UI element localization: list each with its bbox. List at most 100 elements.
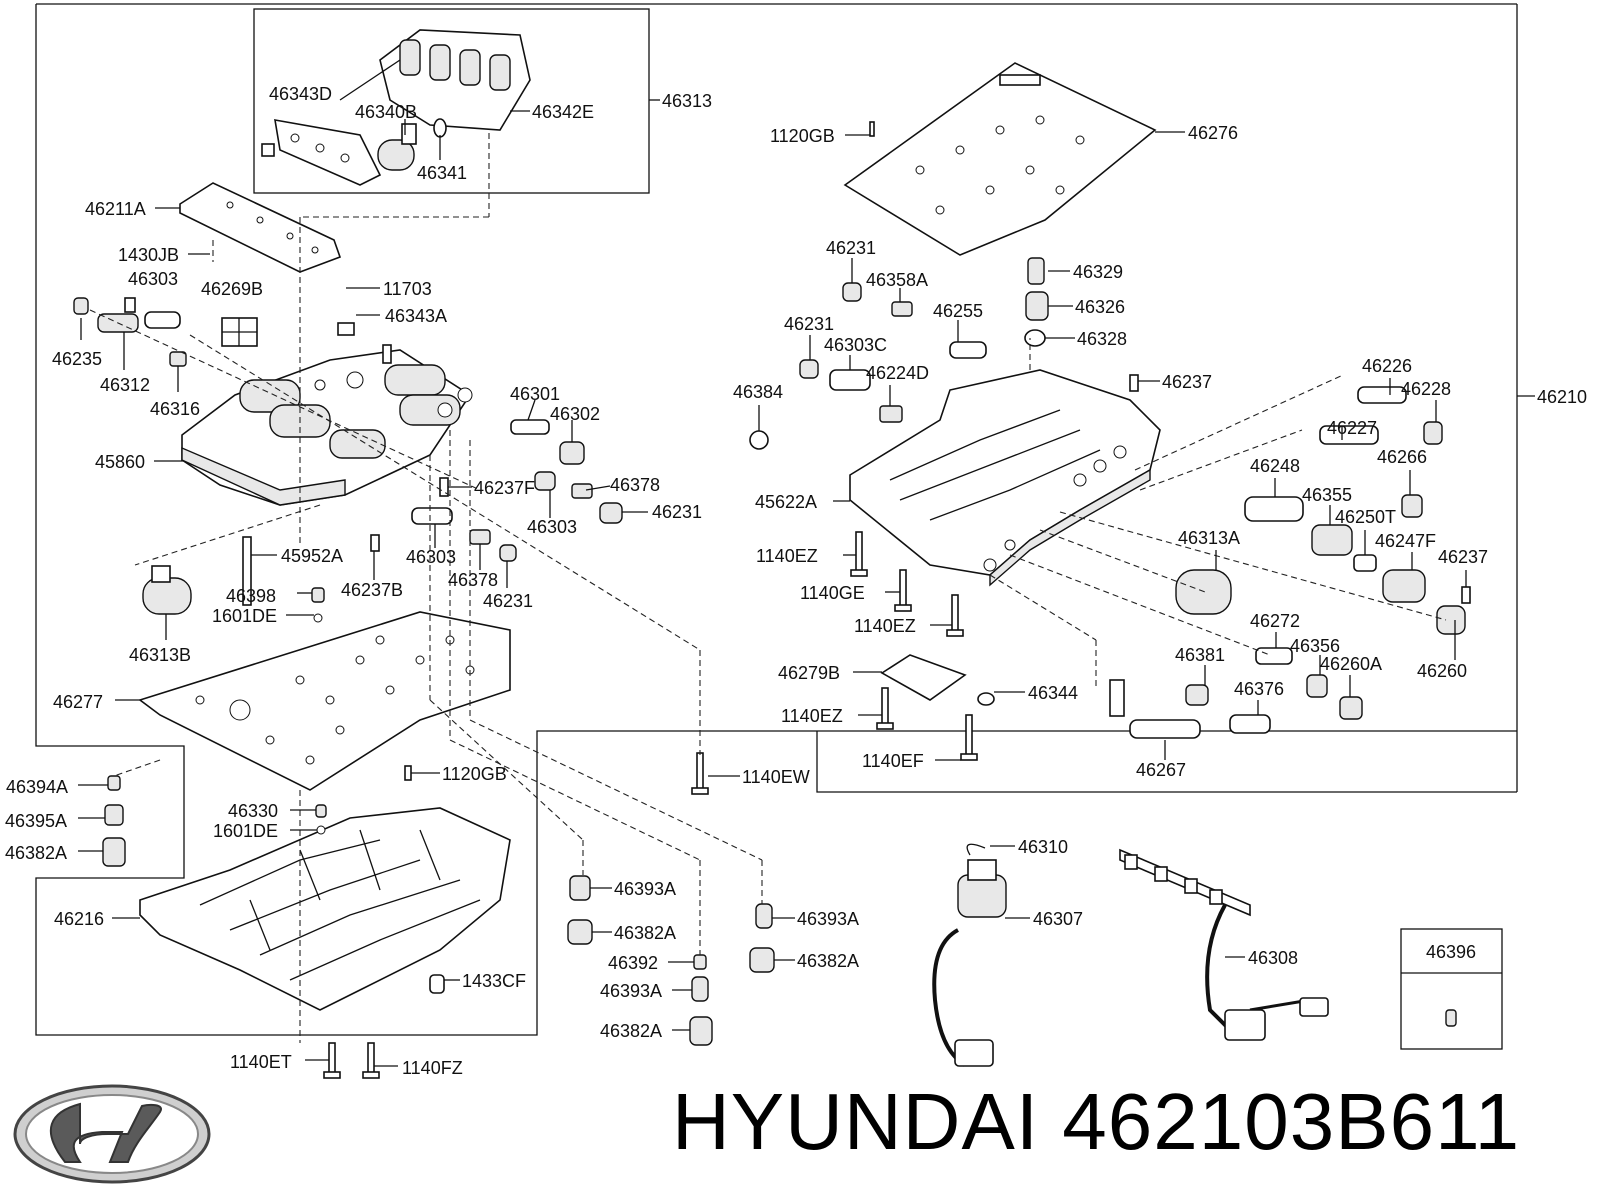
callout-label: 46393A xyxy=(614,879,676,899)
wire-harnesses xyxy=(932,843,1457,1067)
callout-label: 46313B xyxy=(129,645,191,665)
callout-label: 46276 xyxy=(1188,123,1238,143)
callout-label: 46376 xyxy=(1234,679,1284,699)
right-small-parts xyxy=(749,257,1471,761)
callout-label: 46235 xyxy=(52,349,102,369)
callout-label: 46356 xyxy=(1290,636,1340,656)
callout-label: 46303C xyxy=(824,335,887,355)
hyundai-logo-icon xyxy=(13,1084,211,1184)
callout-label: 46316 xyxy=(150,399,200,419)
callout-label: 46303 xyxy=(406,547,456,567)
callout-label: 46250T xyxy=(1335,507,1396,527)
callout-label: 46237B xyxy=(341,580,403,600)
callout-label: 46308 xyxy=(1248,948,1298,968)
callout-label: 46382A xyxy=(600,1021,662,1041)
callout-label: 46210 xyxy=(1537,387,1587,407)
callout-label: 1601DE xyxy=(213,821,278,841)
callout-label: 46247F xyxy=(1375,531,1436,551)
callout-label: 46313 xyxy=(662,91,712,111)
callout-label: 1430JB xyxy=(118,245,179,265)
callout-label: 46260 xyxy=(1417,661,1467,681)
brand-part-title: HYUNDAI 462103B611 xyxy=(672,1082,1520,1162)
valve-body-45622a xyxy=(849,369,1161,587)
right-frame-bottom xyxy=(816,731,1517,793)
callout-label: 46237 xyxy=(1162,372,1212,392)
callout-label: 1140EW xyxy=(742,767,810,787)
callout-label: 46266 xyxy=(1377,447,1427,467)
callout-label: 46301 xyxy=(510,384,560,404)
callout-label: 46392 xyxy=(608,953,658,973)
brand-name: HYUNDAI xyxy=(672,1077,1040,1166)
callout-label: 45860 xyxy=(95,452,145,472)
callout-label: 46227 xyxy=(1327,418,1377,438)
callout-label: 46344 xyxy=(1028,683,1078,703)
solenoid-inset-frame xyxy=(253,8,650,194)
callout-label: 46303 xyxy=(128,269,178,289)
callout-label: 46396 xyxy=(1426,942,1476,962)
callout-label: 46307 xyxy=(1033,909,1083,929)
callout-label: 45622A xyxy=(755,492,817,512)
callout-label: 46216 xyxy=(54,909,104,929)
upper-valve-body-45860 xyxy=(181,349,473,506)
callout-label: 46313A xyxy=(1178,528,1240,548)
callout-label: 46393A xyxy=(797,909,859,929)
callout-label: 46395A xyxy=(5,811,67,831)
callout-label: 1140EZ xyxy=(781,706,843,726)
callout-label: 46248 xyxy=(1250,456,1300,476)
callout-label: 1140FZ xyxy=(402,1058,463,1078)
callout-label: 1433CF xyxy=(462,971,526,991)
callout-label: 46228 xyxy=(1401,379,1451,399)
callout-label: 46302 xyxy=(550,404,600,424)
callout-label: 46260A xyxy=(1320,654,1382,674)
assembly-lines xyxy=(89,133,1447,1043)
callout-label: 46355 xyxy=(1302,485,1352,505)
springs-middle xyxy=(567,875,775,1046)
callout-label: 11703 xyxy=(383,279,432,299)
callout-label: 46231 xyxy=(652,502,702,522)
leader-lines xyxy=(78,59,1535,1067)
callout-label: 46269B xyxy=(201,279,263,299)
callout-label: 46211A xyxy=(85,199,146,219)
callout-label: 46378 xyxy=(448,570,498,590)
separator-plate-46211a xyxy=(179,182,342,273)
callout-label: 46231 xyxy=(784,314,834,334)
callout-labels: 46343D 46340B 46342E 46313 46341 46211A … xyxy=(5,84,1587,1078)
callout-label: 45952A xyxy=(281,546,343,566)
callout-label: 1140GE xyxy=(800,583,865,603)
callout-label: 1140EF xyxy=(862,751,924,771)
callout-label: 46226 xyxy=(1362,356,1412,376)
callout-label: 1601DE xyxy=(212,606,277,626)
callout-label: 46340B xyxy=(355,102,417,122)
left-assembly-frame xyxy=(35,4,1517,1036)
callout-label: 1140EZ xyxy=(854,616,916,636)
part-number: 462103B611 xyxy=(1062,1077,1521,1166)
callout-label: 46343D xyxy=(269,84,332,104)
callout-label: 46382A xyxy=(614,923,676,943)
callout-label: 46255 xyxy=(933,301,983,321)
callout-label: 46312 xyxy=(100,375,150,395)
separator-plate-46277 xyxy=(138,611,511,791)
callout-label: 46231 xyxy=(483,591,533,611)
callout-label: 46224D xyxy=(866,363,929,383)
callout-label: 46381 xyxy=(1175,645,1225,665)
separator-plate-46276 xyxy=(843,62,1157,256)
lower-valve-body-46216 xyxy=(139,807,511,1011)
callout-label: 1140EZ xyxy=(756,546,818,566)
bolts-left xyxy=(102,752,709,1079)
callout-label: 46343A xyxy=(385,306,447,326)
callout-label: 46393A xyxy=(600,981,662,1001)
callout-label: 46328 xyxy=(1077,329,1127,349)
callout-label: 46303 xyxy=(527,517,577,537)
callout-label: 1140ET xyxy=(230,1052,292,1072)
callout-label: 46330 xyxy=(228,801,278,821)
callout-label: 46342E xyxy=(532,102,594,122)
callout-label: 46277 xyxy=(53,692,103,712)
callout-label: 46358A xyxy=(866,270,928,290)
callout-label: 46326 xyxy=(1075,297,1125,317)
parts-illustration xyxy=(73,29,1471,1079)
callout-label: 46279B xyxy=(778,663,840,683)
callout-label: 46267 xyxy=(1136,760,1186,780)
callout-label: 1120GB xyxy=(770,126,835,146)
callout-label: 46394A xyxy=(6,777,68,797)
